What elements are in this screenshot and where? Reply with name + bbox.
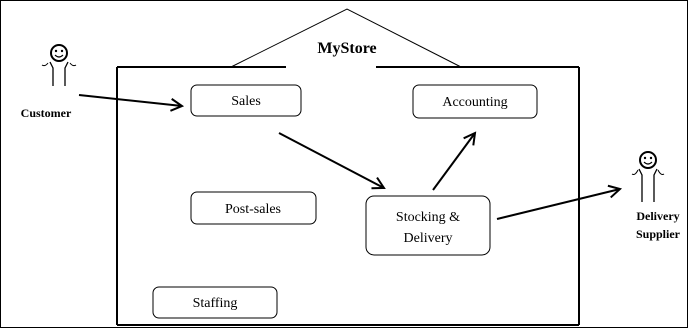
department-accounting: Accounting	[412, 84, 538, 119]
customer-stick-figure-icon	[41, 44, 77, 86]
sales-box	[190, 84, 302, 117]
arrow-stocking-to-supplier	[496, 189, 620, 220]
customer-actor: Customer	[21, 44, 77, 120]
department-stocking-delivery: Stocking & Delivery	[365, 195, 491, 256]
store-roof	[230, 8, 462, 68]
staffing-box	[152, 286, 278, 319]
stocking-delivery-label-line2: Delivery	[404, 231, 453, 246]
arrow-stocking-to-accounting	[432, 133, 475, 191]
store-title: MyStore	[317, 40, 376, 57]
accounting-box	[412, 84, 538, 119]
store-building: MyStore	[116, 8, 580, 326]
sales-label: Sales	[231, 94, 261, 109]
stocking-delivery-box	[365, 195, 491, 256]
department-staffing: Staffing	[152, 286, 278, 319]
customer-label: Customer	[21, 106, 72, 120]
department-sales: Sales	[190, 84, 302, 117]
arrow-sales-to-stocking	[278, 132, 384, 188]
stocking-delivery-label-line1: Stocking &	[396, 210, 460, 225]
staffing-label: Staffing	[193, 296, 238, 311]
supplier-label-line1: Delivery	[636, 209, 679, 223]
supplier-stick-figure-icon	[631, 151, 665, 202]
post-sales-label: Post-sales	[225, 202, 281, 217]
arrow-customer-to-sales	[78, 94, 182, 106]
delivery-supplier-actor: Delivery Supplier	[631, 151, 681, 241]
department-post-sales: Post-sales	[190, 191, 317, 225]
post-sales-box	[190, 191, 317, 225]
supplier-label-line2: Supplier	[636, 227, 681, 241]
accounting-label: Accounting	[442, 95, 507, 110]
